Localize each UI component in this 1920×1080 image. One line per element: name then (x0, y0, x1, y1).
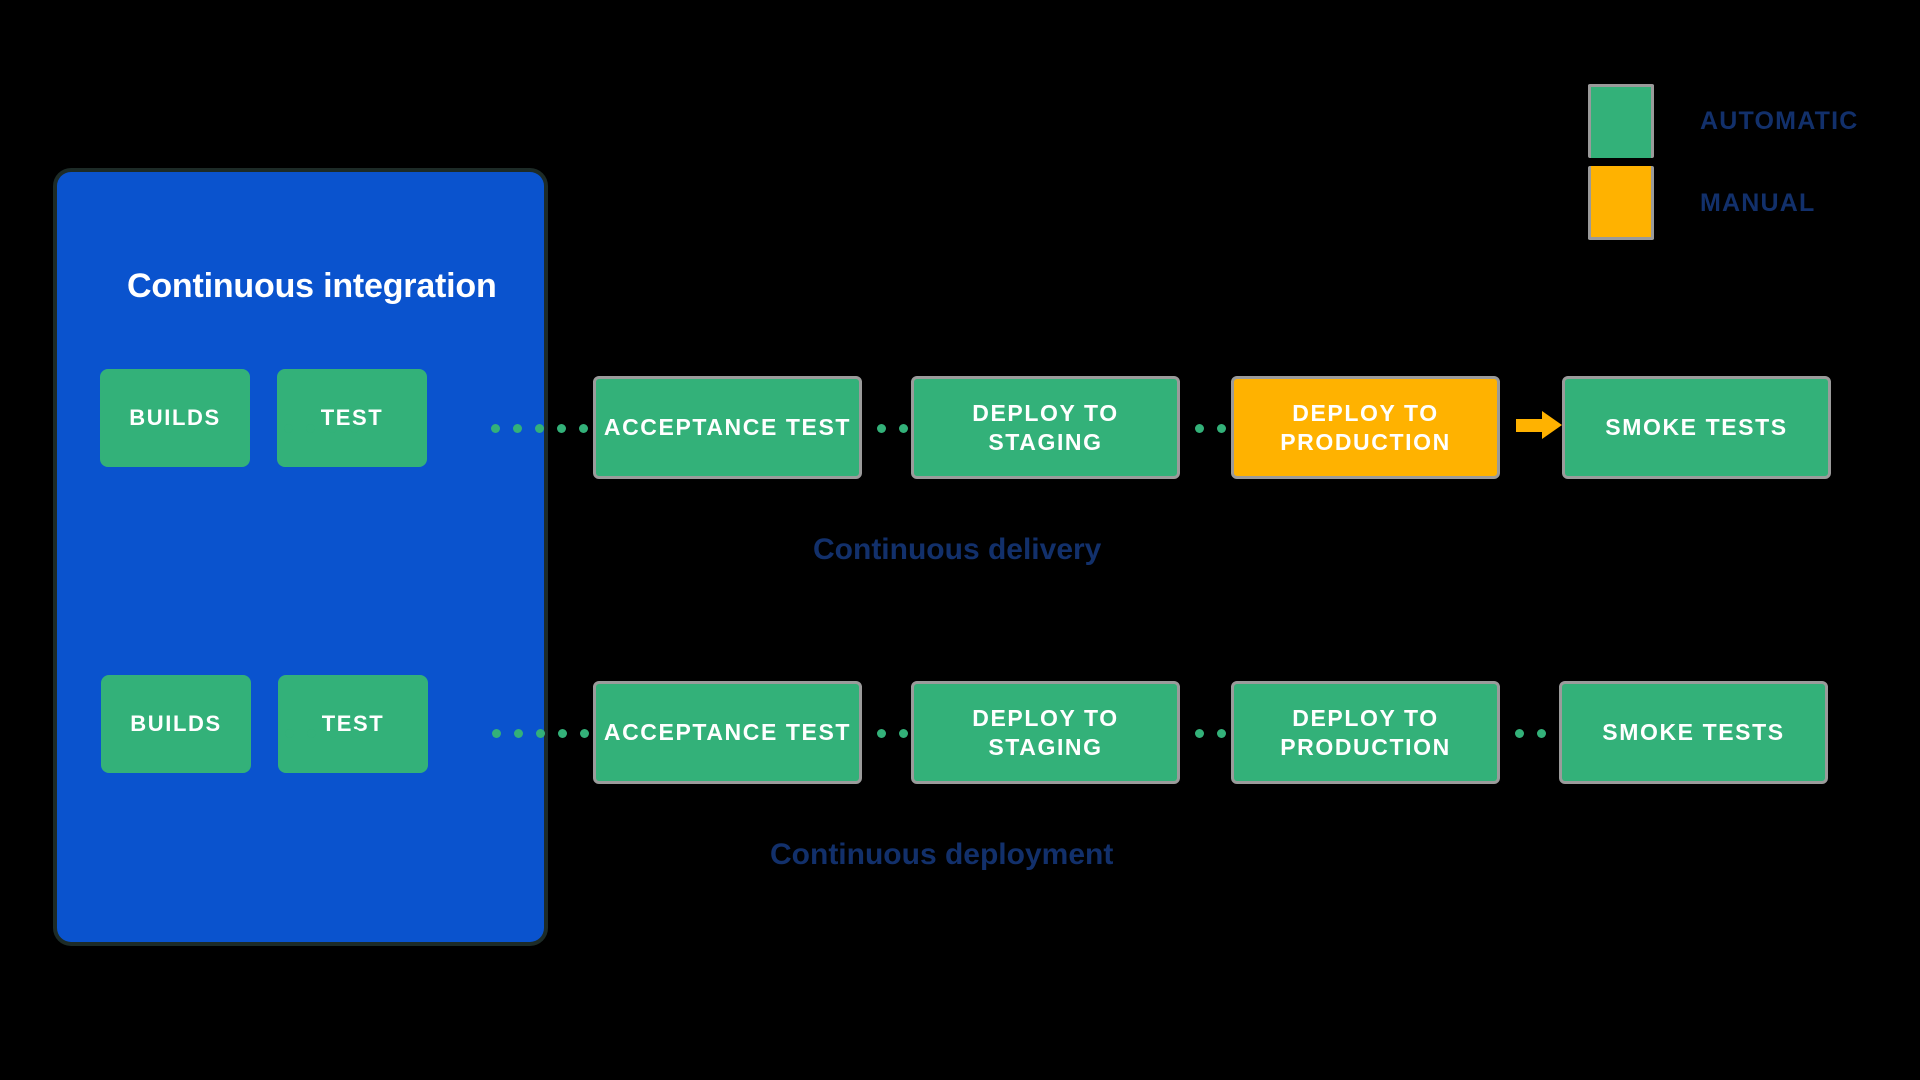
automatic-swatch-icon (1588, 84, 1654, 158)
caption-continuous-deployment: Continuous deployment (770, 838, 1114, 871)
stage-builds-deployment[interactable]: BUILDS (101, 675, 251, 773)
legend: AUTOMATIC MANUAL (1588, 84, 1888, 244)
stage-acceptance-test-deployment[interactable]: ACCEPTANCE TEST (593, 681, 862, 784)
stage-deploy-staging-delivery[interactable]: DEPLOY TO STAGING (911, 376, 1180, 479)
continuous-integration-panel: Continuous integration BUILDS TEST BUILD… (57, 172, 544, 942)
legend-label-manual: MANUAL (1700, 188, 1816, 217)
legend-label-automatic: AUTOMATIC (1700, 106, 1859, 135)
page-title: Continuous integration (127, 267, 497, 305)
legend-item-automatic: AUTOMATIC (1588, 84, 1858, 158)
stage-test-deployment[interactable]: TEST (278, 675, 428, 773)
connector-builds-test-deployment (285, 728, 360, 738)
connector-staging-production-delivery (1195, 423, 1226, 433)
stage-smoke-tests-deployment[interactable]: SMOKE TESTS (1559, 681, 1828, 784)
stage-deploy-production-deployment[interactable]: DEPLOY TO PRODUCTION (1231, 681, 1500, 784)
manual-swatch-icon (1588, 166, 1654, 240)
caption-continuous-delivery: Continuous delivery (813, 533, 1102, 566)
stage-deploy-production-delivery[interactable]: DEPLOY TO PRODUCTION (1231, 376, 1500, 479)
stage-deploy-staging-deployment[interactable]: DEPLOY TO STAGING (911, 681, 1180, 784)
arrow-production-smoke-delivery (1516, 411, 1562, 439)
stage-smoke-tests-delivery[interactable]: SMOKE TESTS (1562, 376, 1831, 479)
stage-builds-delivery[interactable]: BUILDS (100, 369, 250, 467)
stage-acceptance-test-delivery[interactable]: ACCEPTANCE TEST (593, 376, 862, 479)
stage-test-delivery[interactable]: TEST (277, 369, 427, 467)
legend-item-manual: MANUAL (1588, 166, 1816, 240)
connector-builds-test-delivery (284, 423, 359, 433)
